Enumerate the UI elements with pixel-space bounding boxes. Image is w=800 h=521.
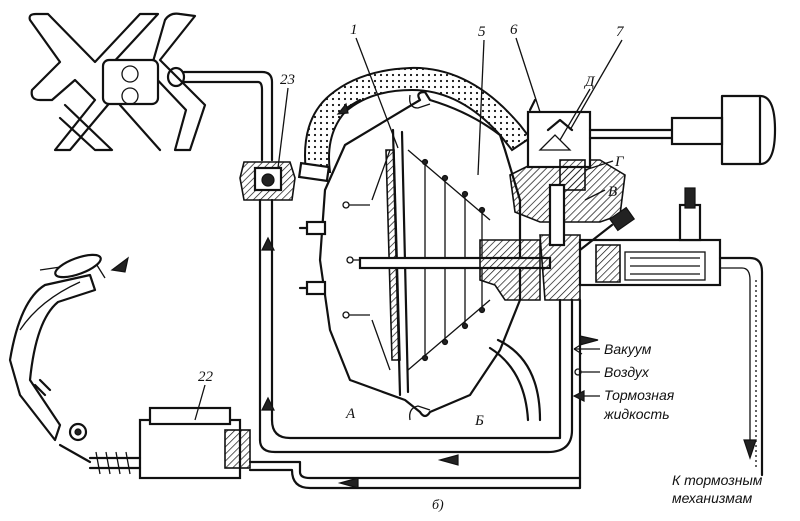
control-valve (509, 98, 692, 247)
label-6: 6 (510, 22, 518, 38)
label-1: 1 (350, 22, 358, 38)
master-cylinder (88, 298, 582, 490)
outlet-line (718, 256, 764, 477)
push-rod (358, 234, 581, 301)
hydraulic-cylinder (578, 187, 722, 287)
check-valve (239, 161, 296, 442)
vacuum-hose (297, 66, 532, 183)
legend-air: Воздух (604, 364, 650, 380)
return-line (258, 236, 599, 466)
legend: Вакуум Воздух Тормозная жидкость (572, 341, 675, 422)
vacuum-line-manifold (182, 70, 274, 162)
label-23: 23 (280, 72, 295, 88)
callout-leaders (194, 37, 623, 421)
legend-fluid-2: жидкость (603, 406, 670, 422)
intake-manifold (28, 12, 207, 152)
label-5: 5 (478, 24, 486, 40)
label-a: А (345, 406, 356, 422)
brake-pedal (8, 253, 129, 464)
legend-vacuum: Вакуум (604, 341, 652, 357)
legend-fluid-1: Тормозная (604, 387, 675, 403)
destination-line-2: механизмам (672, 490, 753, 506)
destination-line-1: К тормозным (672, 472, 763, 488)
label-v: В (608, 184, 617, 200)
label-7: 7 (616, 24, 625, 40)
booster-housing (298, 90, 522, 421)
label-d: Д (583, 74, 596, 90)
label-g: Г (614, 154, 625, 170)
figure-caption: б) (432, 498, 444, 513)
pressure-unit (670, 94, 777, 166)
label-b: Б (474, 413, 484, 429)
label-22: 22 (198, 369, 214, 385)
